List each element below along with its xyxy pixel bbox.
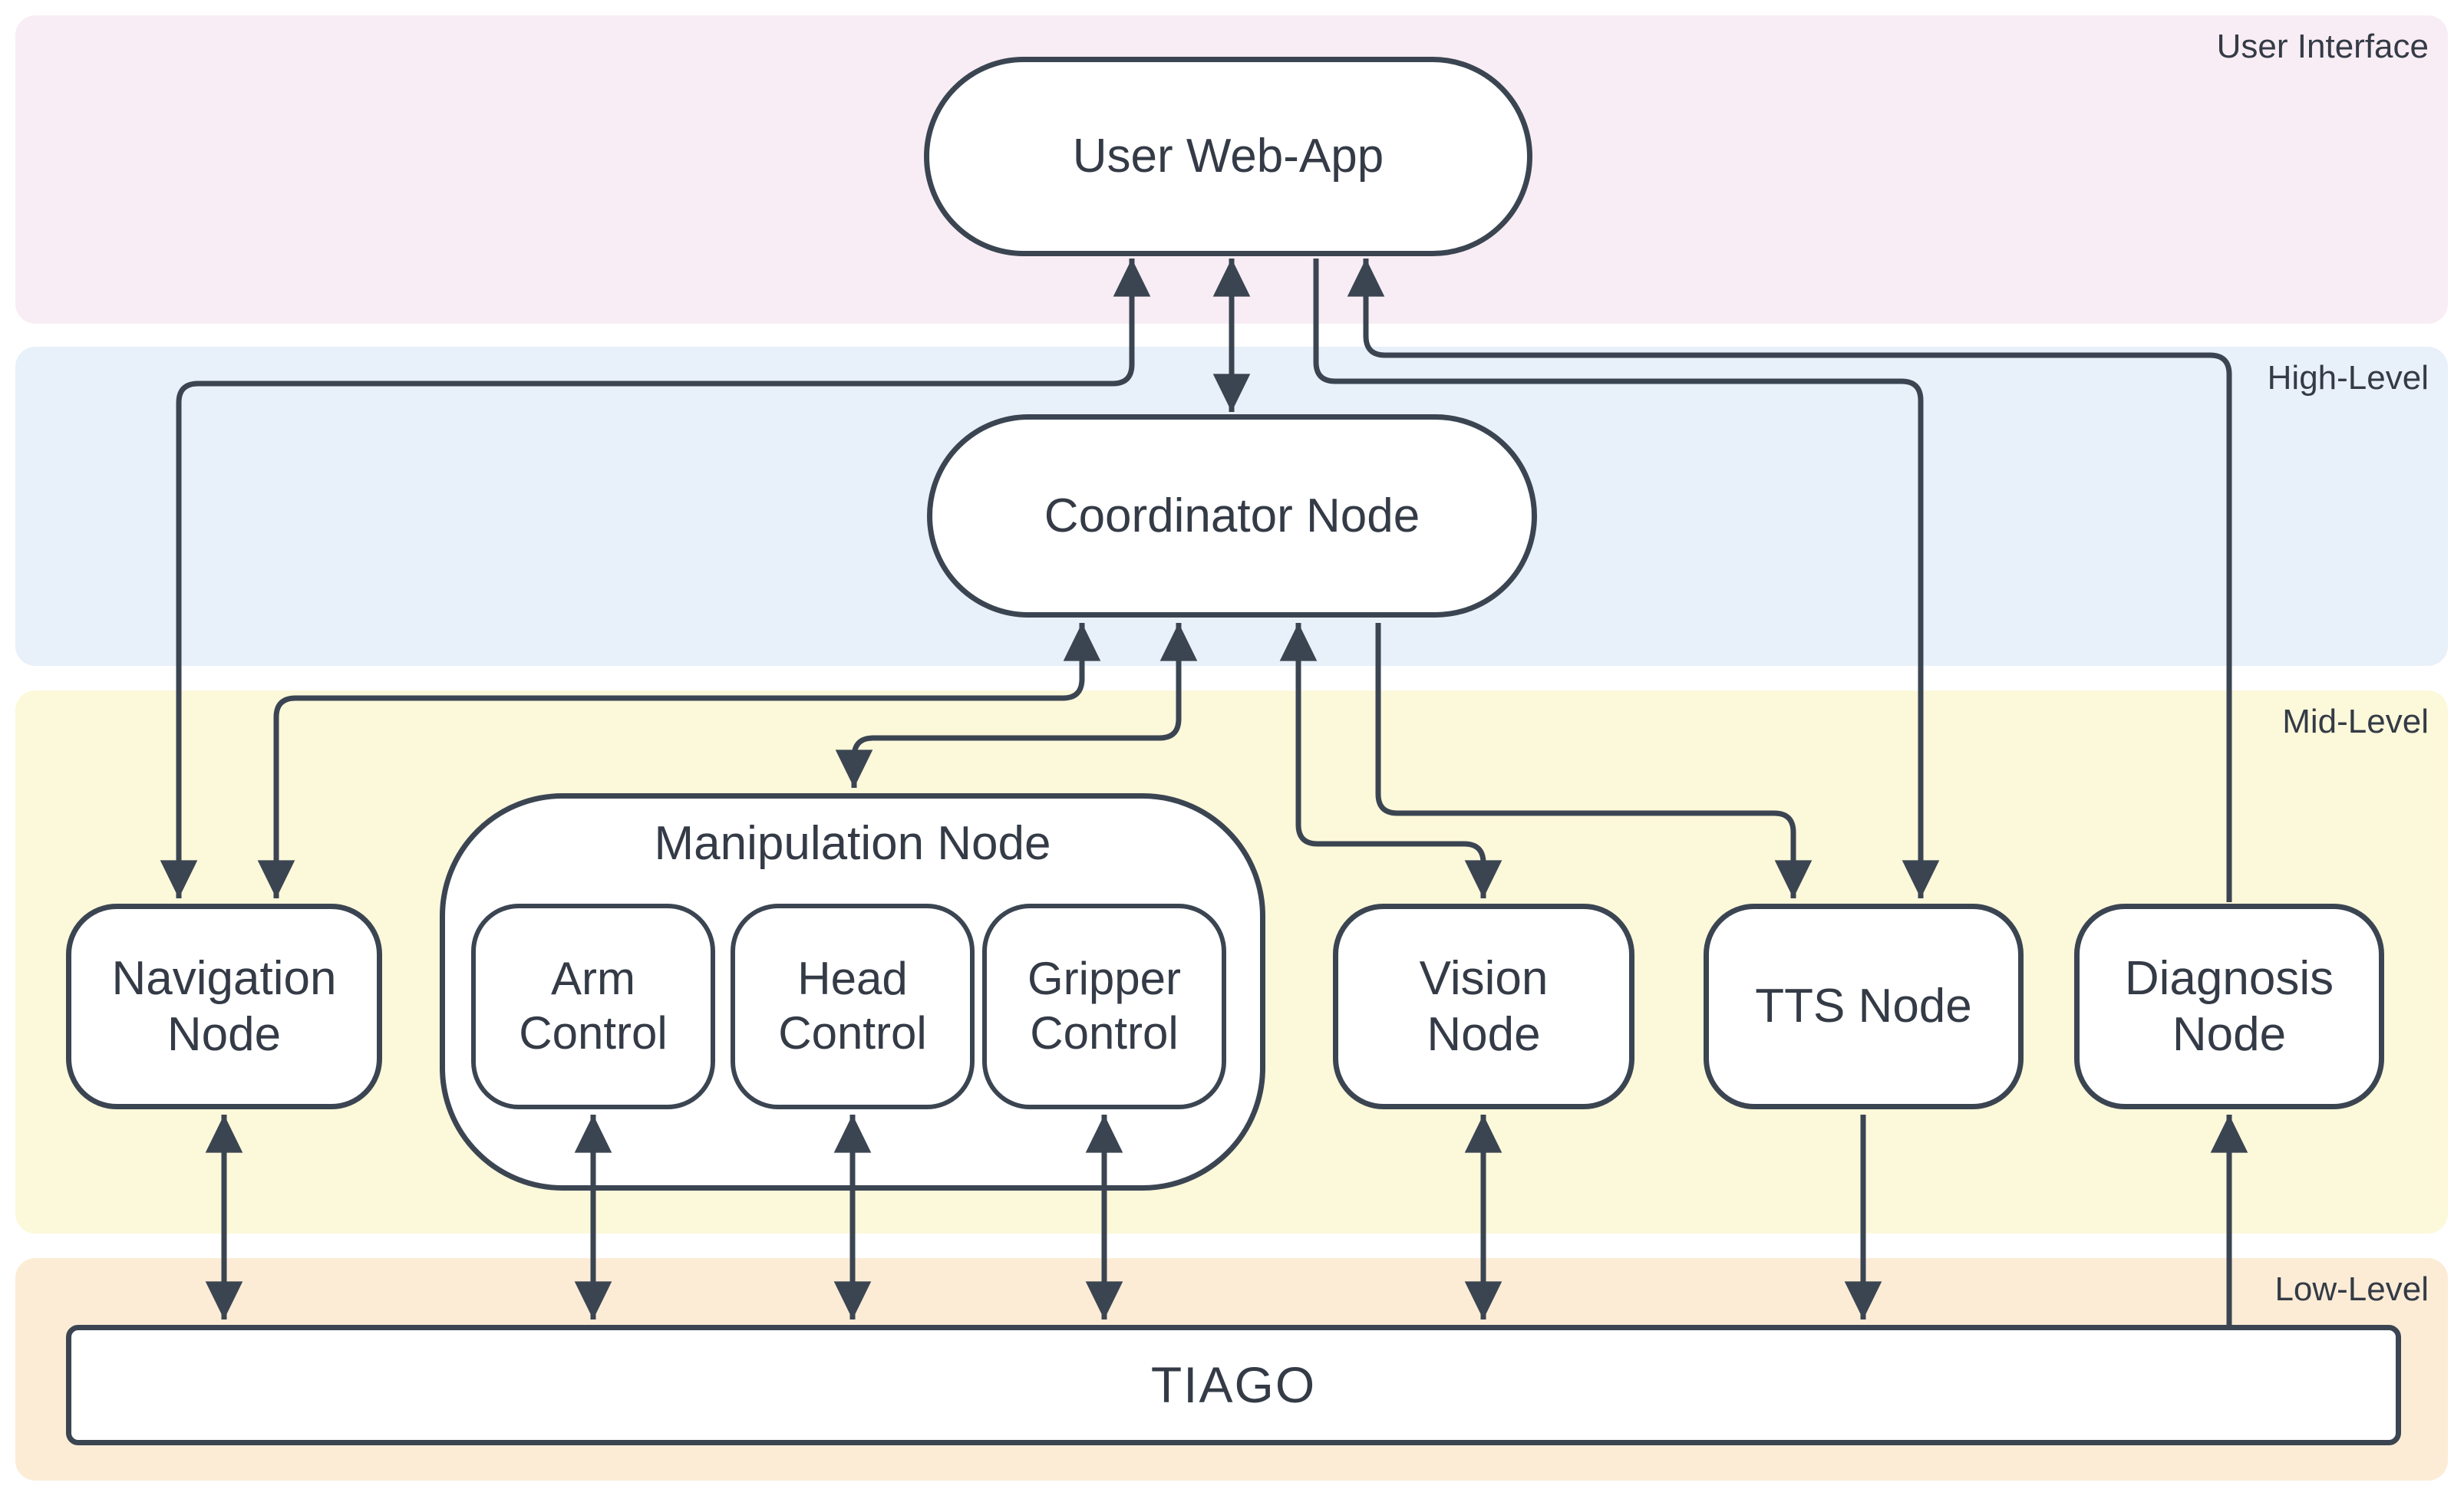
node-tts: TTS Node xyxy=(1704,904,2024,1109)
node-user-web-app-label: User Web-App xyxy=(1072,130,1384,183)
node-gripper-control-label: Gripper Control xyxy=(1027,953,1182,1059)
node-navigation: Navigation Node xyxy=(66,904,382,1109)
node-diagnosis: Diagnosis Node xyxy=(2074,904,2384,1109)
band-label-low-level: Low-Level xyxy=(2274,1270,2429,1308)
node-navigation-label: Navigation Node xyxy=(111,951,337,1061)
band-label-user-interface: User Interface xyxy=(2216,28,2429,65)
node-tiago-label: TIAGO xyxy=(1150,1356,1317,1413)
node-head-control-label: Head Control xyxy=(778,953,927,1059)
node-coordinator-label: Coordinator Node xyxy=(1044,489,1420,542)
node-arm-control: Arm Control xyxy=(471,904,715,1109)
node-vision-label: Vision Node xyxy=(1419,951,1549,1061)
node-vision: Vision Node xyxy=(1333,904,1634,1109)
node-user-web-app: User Web-App xyxy=(924,57,1532,256)
node-head-control: Head Control xyxy=(731,904,975,1109)
node-tiago: TIAGO xyxy=(66,1325,2401,1445)
node-tts-label: TTS Node xyxy=(1755,980,1972,1033)
node-diagnosis-label: Diagnosis Node xyxy=(2124,951,2334,1061)
node-gripper-control: Gripper Control xyxy=(982,904,1226,1109)
band-label-mid-level: Mid-Level xyxy=(2282,703,2429,740)
node-arm-control-label: Arm Control xyxy=(519,953,668,1059)
node-coordinator: Coordinator Node xyxy=(927,414,1537,618)
band-label-high-level: High-Level xyxy=(2267,359,2429,397)
node-manipulation-label: Manipulation Node xyxy=(654,817,1051,870)
